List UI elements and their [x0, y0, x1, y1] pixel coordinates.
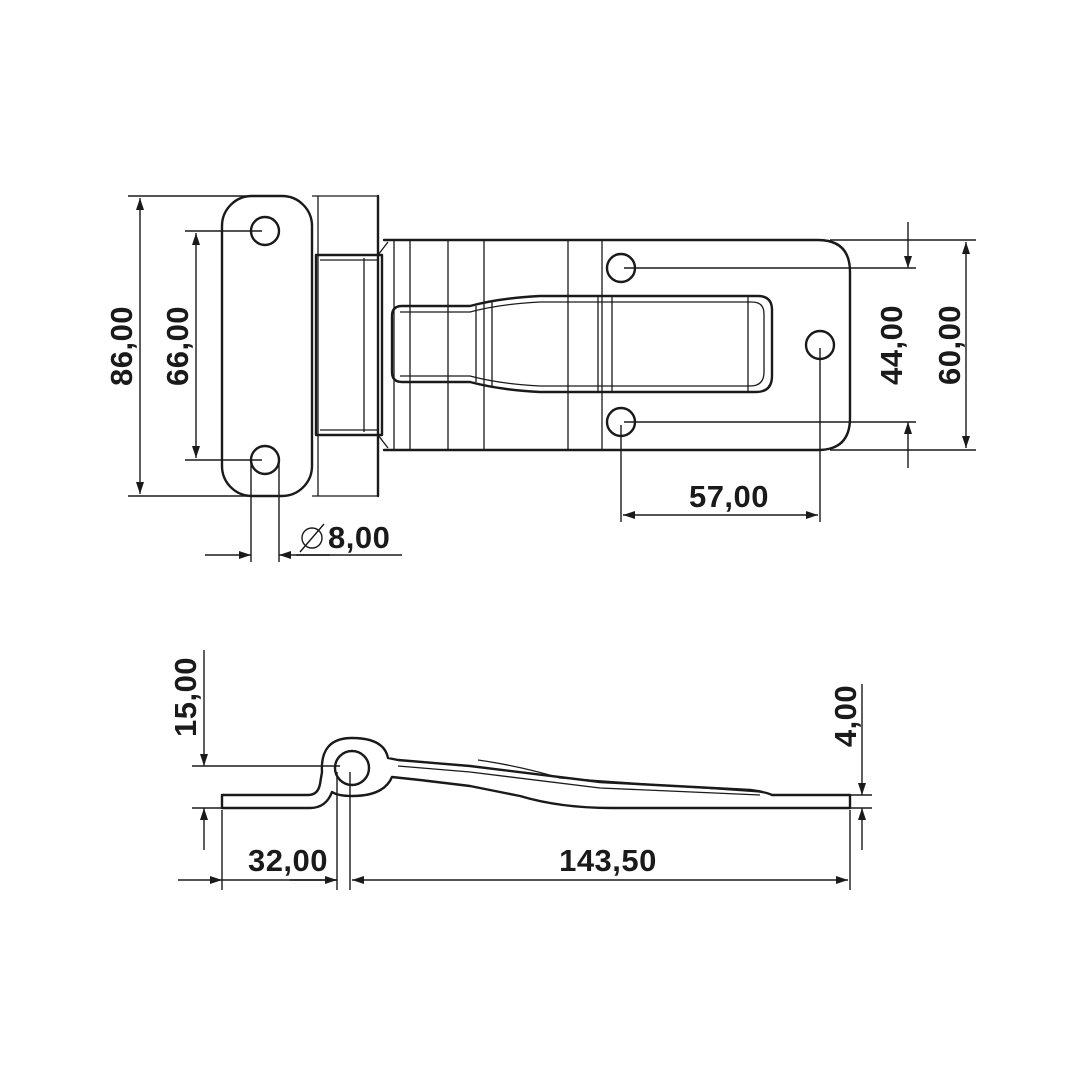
dim-strap-width: 60,00: [932, 305, 967, 385]
knuckle-pin: [333, 749, 371, 787]
left-leaf-plate: [220, 194, 314, 498]
strap-bend-lines: [393, 240, 603, 450]
diameter-symbol: [299, 523, 325, 553]
strap-plate: [382, 238, 852, 452]
dim-hole-spacing-vertical: 66,00: [160, 306, 195, 386]
dim-plate-thickness: 4,00: [828, 685, 863, 747]
dim-strap-length: 143,50: [559, 843, 657, 878]
side-view: [220, 736, 852, 810]
dim-strap-hole-spacing: 44,00: [874, 305, 909, 385]
hinge-side-profile: [220, 736, 852, 810]
knuckle-top: [314, 241, 389, 449]
dim-strap-hole-offset: 57,00: [689, 479, 769, 514]
top-view-dimensions: 86,00 66,00 44,00 60,00 57,00 8,00: [104, 195, 976, 562]
side-view-dimensions: 15,00 4,00 32,00 143,50: [168, 650, 872, 890]
dim-leaf-length-left: 32,00: [248, 843, 328, 878]
dim-hole-diameter: 8,00: [328, 520, 390, 555]
top-view: [220, 194, 852, 498]
dim-knuckle-height: 15,00: [168, 657, 203, 737]
dim-overall-height: 86,00: [104, 306, 139, 386]
embossed-rib: [390, 294, 774, 394]
